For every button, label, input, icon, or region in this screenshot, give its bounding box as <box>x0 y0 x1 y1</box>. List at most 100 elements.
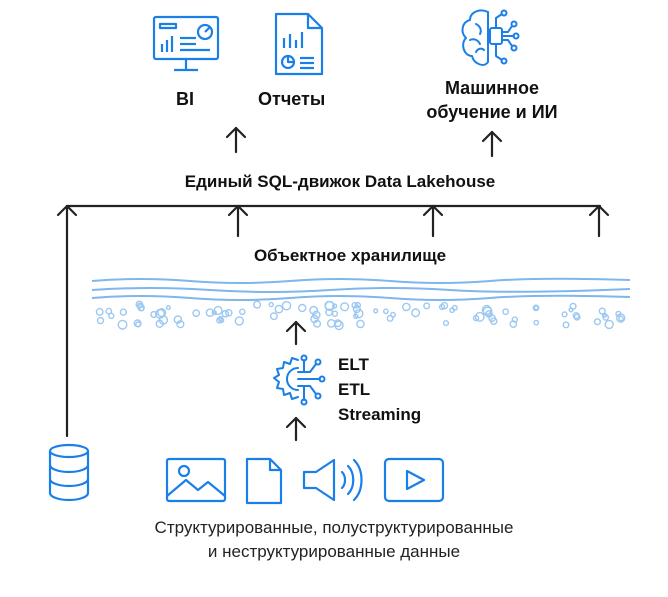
bubble <box>573 313 581 321</box>
bubble <box>221 309 230 318</box>
bubble <box>95 307 104 316</box>
ml-label-line1: Машинное <box>444 78 540 98</box>
bubble <box>562 321 570 329</box>
bubble <box>324 300 335 311</box>
bubble <box>442 320 450 327</box>
reports-label: Отчеты <box>258 89 326 109</box>
arrow-storage-engine-2 <box>422 204 444 238</box>
bubble <box>96 316 105 325</box>
storage-bubbles <box>95 300 626 331</box>
arrow-to-bi-reports <box>225 126 247 154</box>
bubble <box>313 319 322 328</box>
bubble <box>165 305 171 311</box>
bubble <box>274 304 284 314</box>
bubble <box>325 308 333 317</box>
bubble <box>561 311 568 318</box>
bubble <box>532 304 540 312</box>
engine-label: Единый SQL-движок Data Lakehouse <box>184 172 496 191</box>
bubble <box>354 309 364 319</box>
arrow-pipeline-to-storage <box>285 320 307 346</box>
dashboard-monitor-icon <box>152 15 220 72</box>
bubble <box>108 312 115 319</box>
bubble <box>234 316 245 326</box>
bubble <box>157 308 167 318</box>
bubble <box>298 303 307 313</box>
pipeline-elt: ELT <box>338 355 369 374</box>
bubble <box>593 318 602 326</box>
sources-caption-line2: и неструктурированные данные <box>207 542 461 561</box>
bubble <box>192 309 201 318</box>
bubble <box>352 305 361 314</box>
arrow-to-ml <box>481 130 503 158</box>
bubble <box>569 302 577 310</box>
bubble <box>438 303 446 311</box>
bubble <box>502 308 509 316</box>
bubble <box>373 308 379 314</box>
bubble <box>354 301 361 309</box>
bubble <box>331 310 339 317</box>
bubble <box>533 319 540 326</box>
bubble <box>105 307 113 315</box>
bubble <box>356 319 365 329</box>
bubble <box>150 310 158 319</box>
bubble <box>281 300 292 311</box>
bubble <box>598 307 606 315</box>
bubble <box>238 308 246 316</box>
arrow-database-to-engine <box>56 204 78 438</box>
bubble <box>602 313 610 321</box>
bubble <box>332 303 338 309</box>
storage-label: Объектное хранилище <box>253 246 447 265</box>
bubble <box>326 318 336 328</box>
bubble <box>216 316 223 324</box>
image-file-icon <box>165 457 227 503</box>
audio-speaker-icon <box>302 458 363 502</box>
bubble <box>340 302 350 312</box>
bubble <box>269 312 278 321</box>
bubble <box>401 302 411 312</box>
bubble <box>474 311 485 322</box>
bubble <box>604 319 614 330</box>
arrow-sources-to-pipeline <box>285 416 307 442</box>
bubble <box>176 320 185 329</box>
bubble <box>135 321 142 328</box>
ml-label: Машинное обучение и ИИ <box>392 76 592 124</box>
bubble <box>268 301 274 308</box>
document-file-icon <box>245 457 283 505</box>
storage-water-lines <box>91 277 631 301</box>
etl-gear-icon <box>273 354 326 406</box>
bubble <box>451 304 458 311</box>
bubble <box>511 316 518 323</box>
arrow-storage-engine-3 <box>588 204 610 238</box>
ml-label-line2: обучение и ИИ <box>426 102 558 122</box>
bubble <box>353 313 359 320</box>
bubble <box>173 315 183 324</box>
pipeline-streaming: Streaming <box>338 405 422 424</box>
bubble <box>309 305 319 315</box>
ai-brain-icon <box>461 9 520 66</box>
bubble <box>205 308 215 318</box>
database-icon <box>48 443 90 502</box>
pipeline-list: ELT ETL Streaming <box>338 352 421 427</box>
bubble <box>138 305 145 312</box>
bubble <box>423 302 431 310</box>
bubble <box>411 308 421 318</box>
bubble <box>485 310 493 318</box>
bubble <box>311 310 321 320</box>
bubble <box>489 317 498 326</box>
arrow-storage-engine-1 <box>227 204 249 238</box>
bubble <box>618 315 624 322</box>
report-document-icon <box>274 12 324 76</box>
bubble <box>119 308 128 316</box>
bi-label: BI <box>176 89 194 109</box>
video-play-icon <box>383 457 445 503</box>
bubble <box>616 313 626 323</box>
bubble <box>117 319 128 330</box>
bubble <box>224 308 233 317</box>
bubble <box>382 308 389 315</box>
sources-caption: Структурированные, полуструктурированные… <box>0 516 668 564</box>
sources-caption-line1: Структурированные, полуструктурированные <box>154 518 514 537</box>
bubble <box>386 314 394 322</box>
bubble <box>253 300 262 309</box>
pipeline-etl: ETL <box>338 380 371 399</box>
